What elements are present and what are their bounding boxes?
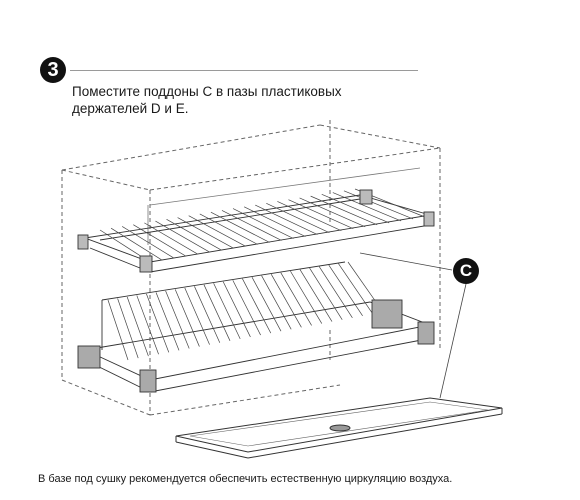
upper-dish-rack — [77, 188, 435, 273]
step-number-badge: 3 — [40, 57, 66, 83]
step-divider-line — [70, 70, 418, 71]
lower-dish-rack — [77, 261, 435, 393]
callout-leader-lines — [359, 252, 467, 399]
callout-c-label: C — [453, 258, 479, 284]
drip-tray — [175, 397, 503, 459]
instruction-line-2: держателей D и E. — [72, 101, 189, 116]
instruction-line-1: Поместите поддоны С в пазы пластиковых — [72, 84, 342, 99]
step-instruction: Поместите поддоны С в пазы пластиковых д… — [72, 83, 392, 117]
cabinet-outline — [61, 120, 441, 416]
footnote-text: В базе под сушку рекомендуется обеспечит… — [38, 473, 453, 485]
